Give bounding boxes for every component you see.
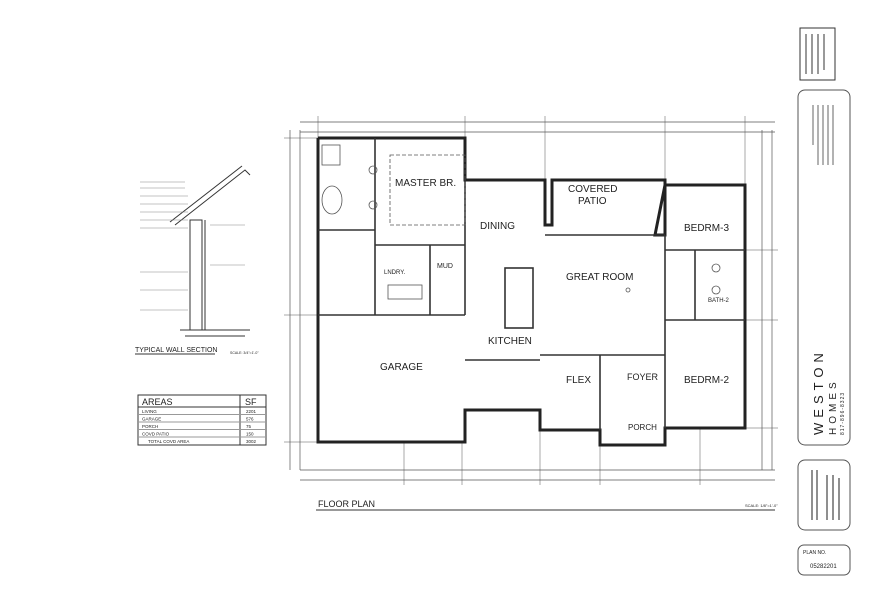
room-label-covered: COVERED [568,184,617,195]
room-label-laundry: LNDRY. [384,270,405,276]
room-label-porch: PORCH [628,423,657,432]
area-value: 3002 [246,439,257,444]
area-value: 75 [246,424,252,429]
room-label-bedrm3: BEDRM-3 [684,223,729,234]
areas-unit: SF [245,397,257,407]
room-label-foyer: FOYER [627,372,659,382]
room-label-bedrm2: BEDRM-2 [684,375,729,386]
wall-section-title: TYPICAL WALL SECTION [135,347,217,354]
room-label-bath2: BATH-2 [708,298,730,304]
area-value: 150 [246,432,254,437]
areas-header: AREAS [142,397,173,407]
interior-walls [318,138,745,430]
dimension-lines [284,116,778,485]
plan-no: 05282201 [810,564,837,570]
area-value: 2201 [246,409,257,414]
room-label-dining: DINING [480,221,515,232]
floor-plan-title: FLOOR PLAN [318,499,375,509]
plan-no-label: PLAN NO. [803,550,826,556]
fixtures [321,144,721,300]
area-name: LIVING [142,409,157,414]
room-label-garage: GARAGE [380,362,423,373]
notes-box [799,27,836,81]
areas-table: AREAS SF LIVING 2201 GARAGE 576 PORCH 75… [137,394,267,446]
room-label-flex: FLEX [566,375,591,386]
company-name-2: HOMES [828,378,839,435]
area-name: TOTAL COVD AREA [148,439,189,444]
wall-section-scale: SCALE: 3/4"=1'-0" [230,351,259,355]
company-name: WESTON [811,348,826,435]
room-label-great-room: GREAT ROOM [566,272,633,283]
title-block: WESTON HOMES 817-896-8323 PLAN NO. 05282… [797,27,851,576]
designer-box [797,459,851,531]
floor-plan-scale: SCALE: 1/8"=1'-0" [745,503,778,508]
area-name: PORCH [142,424,158,429]
room-label-kitchen: KITCHEN [488,336,532,347]
exterior-walls [316,136,747,447]
area-name: GARAGE [142,417,161,422]
room-label-master: MASTER BR. [395,178,456,189]
area-name: COVD PATIO [142,432,170,437]
room-label-patio: PATIO [578,196,607,207]
wall-section-detail [140,165,251,337]
plan-no-box [797,544,851,576]
area-value: 576 [246,417,254,422]
company-phone: 817-896-8323 [840,392,846,435]
room-label-mud: MUD [437,263,453,270]
